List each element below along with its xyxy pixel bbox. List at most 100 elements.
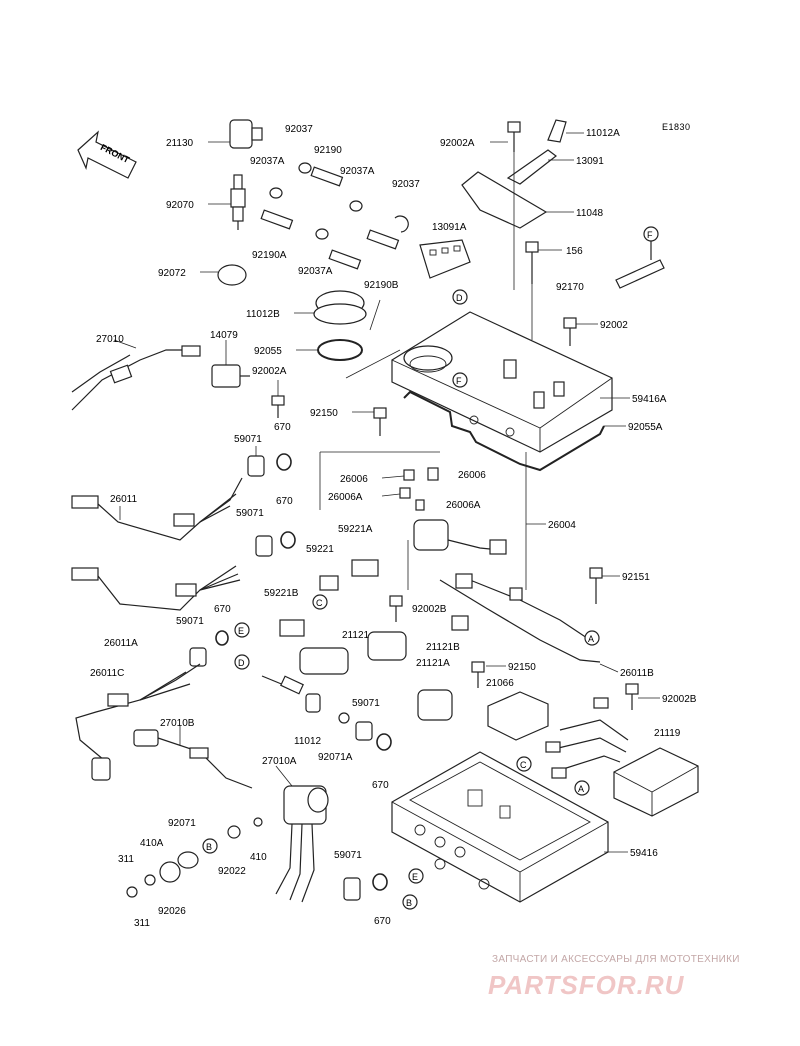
connector-set-26006 <box>381 467 439 511</box>
label-13091A: 13091A <box>432 222 467 233</box>
label-26006-a: 26006 <box>340 474 368 485</box>
o-ring-part-670-a <box>276 453 292 471</box>
label-670-c: 670 <box>214 604 231 615</box>
label-14079: 14079 <box>210 330 238 341</box>
label-59071-d: 59071 <box>352 698 380 709</box>
svg-text:D: D <box>238 658 245 668</box>
harness-part-26004 <box>413 519 601 663</box>
callout-E-low: E <box>408 868 424 884</box>
label-26006-b: 26006 <box>458 470 486 481</box>
terminal-part-59071-e <box>343 873 388 901</box>
label-92170: 92170 <box>556 282 584 293</box>
harness-part-26011A <box>71 565 241 611</box>
label-11012: 11012 <box>294 736 322 747</box>
callout-E-mid: E <box>234 622 250 638</box>
harness-part-26011C <box>75 663 201 781</box>
label-670-a: 670 <box>274 422 291 433</box>
bolt-part-156 <box>525 241 562 284</box>
washer-part-92071A <box>338 712 350 724</box>
label-311-a: 311 <box>118 854 134 865</box>
label-92037A-c: 92037A <box>298 266 333 277</box>
label-59071-c: 59071 <box>176 616 204 627</box>
label-21121: 21121 <box>342 630 370 641</box>
box-part-59416 <box>391 751 628 903</box>
label-11048: 11048 <box>576 208 604 219</box>
svg-text:B: B <box>206 842 212 852</box>
bolt-part-92151 <box>589 567 620 604</box>
callout-B-low: B <box>402 894 418 910</box>
label-21119: 21119 <box>654 728 681 739</box>
callout-A-mid: A <box>584 630 600 646</box>
label-92070: 92070 <box>166 200 194 211</box>
sensor-part-21130 <box>208 119 263 149</box>
regulator-part-21066 <box>487 691 549 741</box>
nut-set <box>126 817 263 898</box>
label-92037A-a: 92037A <box>250 156 285 167</box>
label-92022: 92022 <box>218 866 246 877</box>
svg-text:E: E <box>238 626 244 636</box>
callout-F-top: F <box>643 226 659 242</box>
label-26006A-b: 26006A <box>446 500 481 511</box>
terminal-part-59071-a <box>247 446 265 477</box>
label-92002B-right: 92002B <box>662 694 697 705</box>
o-ring-part-92055 <box>296 339 363 361</box>
label-21066: 21066 <box>486 678 514 689</box>
svg-text:A: A <box>578 784 584 794</box>
callout-B-left: B <box>202 838 218 854</box>
label-92002: 92002 <box>600 320 628 331</box>
strap-part-92170 <box>615 234 665 289</box>
watermark-logo: PARTSFOR.RU <box>488 970 685 1000</box>
callout-C-low: C <box>516 756 532 772</box>
box-cover-59416A <box>391 311 630 453</box>
label-13091: 13091 <box>576 156 604 167</box>
label-26011A: 26011A <box>104 638 138 649</box>
label-92150-top: 92150 <box>310 408 338 419</box>
label-670-d: 670 <box>372 780 389 791</box>
bolt-part-92150-top <box>352 407 387 436</box>
label-11012A: 11012A <box>586 128 620 139</box>
label-92026: 92026 <box>158 906 186 917</box>
label-59221B: 59221B <box>264 588 299 599</box>
label-311-b: 311 <box>134 918 150 929</box>
label-92002B-mid: 92002B <box>412 604 447 615</box>
switch-part-27010A <box>275 765 329 903</box>
harness-part-26011 <box>71 477 243 541</box>
label-26011: 26011 <box>110 494 138 505</box>
svg-text:F: F <box>647 230 653 240</box>
label-410A: 410A <box>140 838 164 849</box>
clip-part-11012A <box>547 119 584 143</box>
watermark-tagline: ЗАПЧАСТИ И АКСЕССУАРЫ ДЛЯ МОТОТЕХНИКИ <box>492 954 740 965</box>
plate-part-11048 <box>461 171 574 229</box>
svg-text:D: D <box>456 293 463 303</box>
svg-text:F: F <box>456 376 462 386</box>
bolt-part-92002A-top <box>490 121 521 152</box>
label-27010A: 27010A <box>262 756 297 767</box>
label-21121B: 21121B <box>426 642 460 653</box>
label-92037-b: 92037 <box>392 179 420 190</box>
label-670-e: 670 <box>374 916 391 927</box>
label-92002A-mid: 92002A <box>252 366 287 377</box>
front-arrow-icon: FRONT <box>77 130 137 179</box>
svg-text:E: E <box>412 872 418 882</box>
callout-A-low: A <box>574 780 590 796</box>
o-ring-part-670-d <box>376 733 392 751</box>
label-92190B: 92190B <box>364 280 399 291</box>
label-26006A-a: 26006A <box>328 492 363 503</box>
spark-plug-part-92070 <box>208 174 246 230</box>
bolt-part-92150-mid <box>471 661 506 688</box>
label-26011C: 26011C <box>90 668 124 679</box>
svg-text:A: A <box>588 634 594 644</box>
ignition-coil-21121 <box>261 631 453 721</box>
label-92190: 92190 <box>314 145 342 156</box>
label-59416A: 59416A <box>632 394 667 405</box>
label-92151: 92151 <box>622 572 650 583</box>
label-92072: 92072 <box>158 268 186 279</box>
bolt-part-92002B-mid <box>389 595 403 622</box>
harness-part-27010 <box>71 339 201 411</box>
terminal-part-59071-c <box>189 630 229 667</box>
gasket-part-92055A <box>403 390 626 472</box>
svg-text:B: B <box>406 898 412 908</box>
callout-C-mid: C <box>312 594 328 610</box>
label-156: 156 <box>566 246 583 257</box>
